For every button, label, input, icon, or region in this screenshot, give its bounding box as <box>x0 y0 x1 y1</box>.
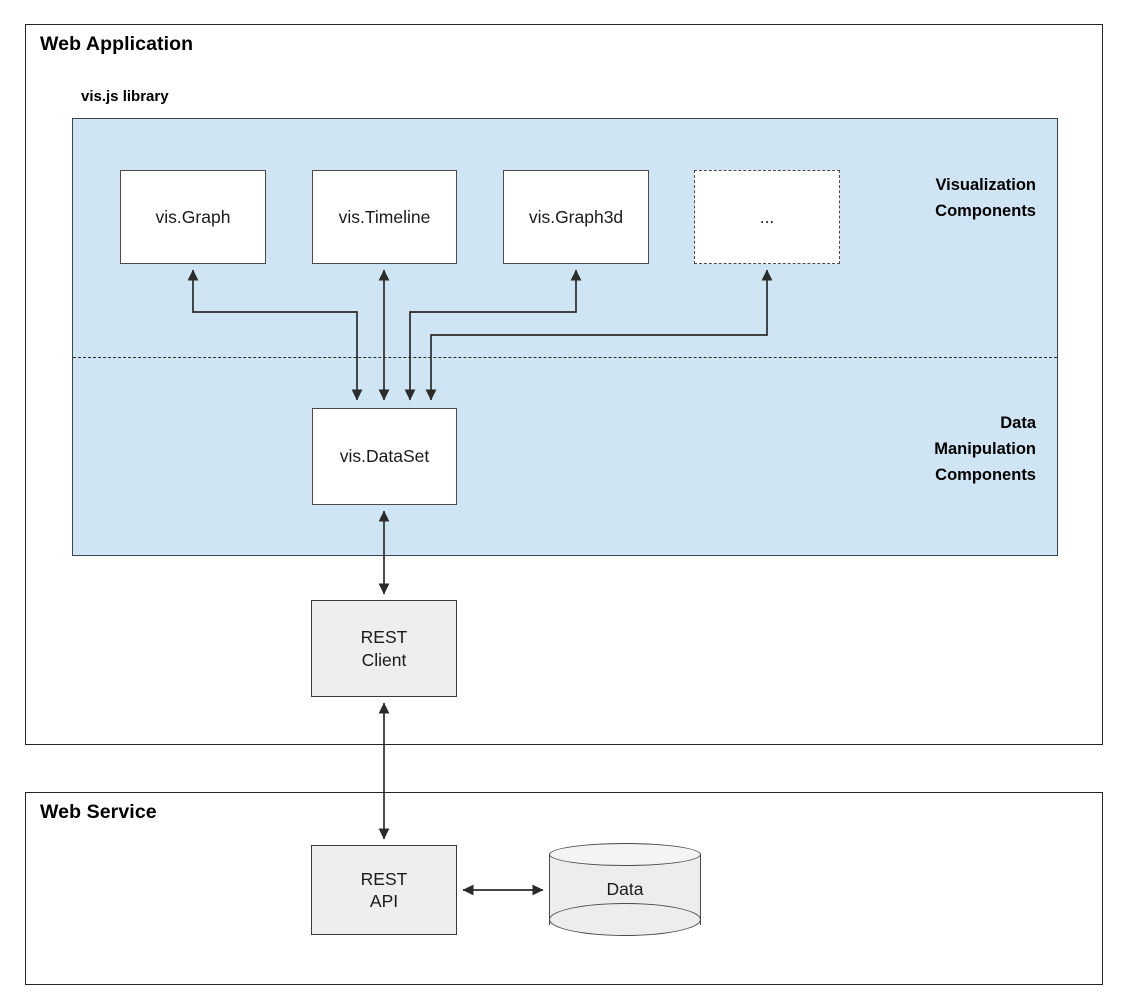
cylinder-bottom-shape <box>549 903 701 936</box>
layer-divider <box>73 357 1057 358</box>
visualization-components-label: Visualization Components <box>935 172 1036 224</box>
node-vis-timeline-label: vis.Timeline <box>338 206 431 227</box>
node-more-components[interactable]: ... <box>694 170 840 264</box>
data-manipulation-label-line2: Manipulation <box>934 440 1036 459</box>
node-vis-graph3d[interactable]: vis.Graph3d <box>503 170 649 264</box>
data-manipulation-label-line3: Components <box>935 466 1036 485</box>
visualization-components-label-line1: Visualization <box>935 176 1036 194</box>
web-application-title: Web Application <box>40 33 194 55</box>
cylinder-top-shape <box>549 843 701 866</box>
node-data-store-label: Data <box>606 879 644 899</box>
node-more-components-label: ... <box>759 206 775 227</box>
node-vis-dataset[interactable]: vis.DataSet <box>312 408 457 505</box>
node-vis-timeline[interactable]: vis.Timeline <box>312 170 457 264</box>
node-vis-dataset-label: vis.DataSet <box>339 446 430 467</box>
node-vis-graph[interactable]: vis.Graph <box>120 170 266 264</box>
node-rest-client-label-line2: Client <box>361 649 407 670</box>
node-rest-api-label-line1: REST <box>360 868 408 889</box>
node-data-store[interactable]: Data <box>549 843 701 936</box>
visjs-library-title: vis.js library <box>81 88 169 105</box>
node-rest-client-label: REST Client <box>361 626 408 671</box>
node-rest-api-label-line2: API <box>369 891 399 911</box>
data-manipulation-label-line1: Data <box>1000 414 1036 432</box>
node-rest-client-label-line1: REST <box>360 627 408 648</box>
web-service-title: Web Service <box>40 801 157 823</box>
node-rest-api[interactable]: REST API <box>311 845 457 935</box>
node-vis-graph3d-label: vis.Graph3d <box>528 206 624 227</box>
visualization-components-label-line2: Components <box>935 202 1036 221</box>
node-rest-api-label: REST API <box>361 868 408 913</box>
node-rest-client[interactable]: REST Client <box>311 600 457 697</box>
node-vis-graph-label: vis.Graph <box>155 206 231 227</box>
data-manipulation-components-label: Data Manipulation Components <box>934 410 1036 488</box>
